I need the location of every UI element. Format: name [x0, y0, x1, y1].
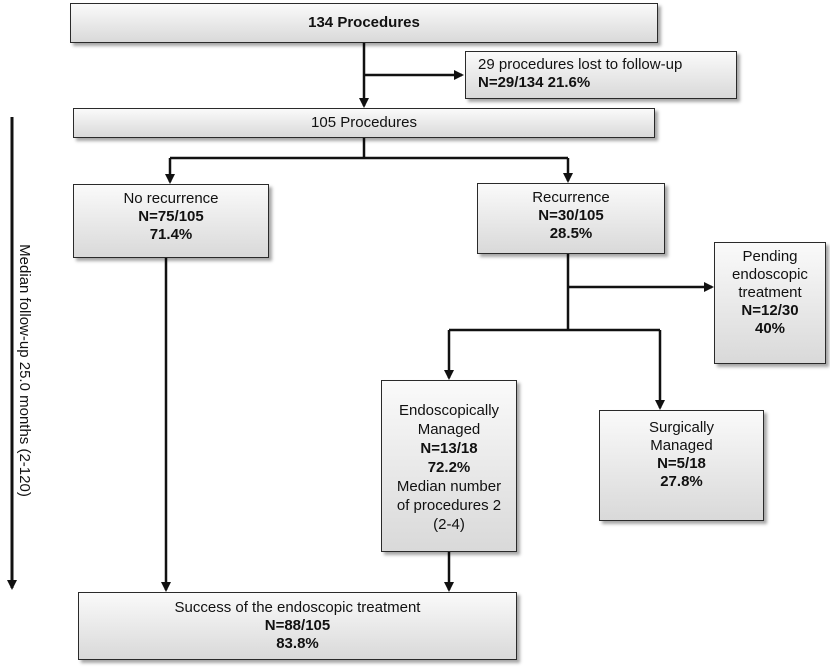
surgical-count: N=5/18	[657, 455, 706, 472]
pending-pct: 40%	[754, 320, 786, 337]
surgical-pct: 27.8%	[660, 473, 703, 490]
endoscopic-line2: Managed	[417, 421, 481, 438]
no-recurrence-pct: 71.4%	[149, 226, 193, 243]
pending-line3: treatment	[738, 284, 802, 301]
pending-treatment-box: Pending endoscopic treatment N=12/30 40%	[714, 242, 826, 364]
recurrence-title: Recurrence	[532, 189, 610, 206]
success-box: Success of the endoscopic treatment N=88…	[78, 592, 517, 660]
lost-followup-count: N=29/134 21.6%	[478, 74, 591, 91]
endoscopic-managed-box: Endoscopically Managed N=13/18 72.2% Med…	[381, 380, 517, 552]
recurrence-pct: 28.5%	[549, 225, 593, 242]
no-recurrence-count: N=75/105	[138, 208, 204, 225]
success-count: N=88/105	[264, 617, 331, 634]
surgical-line1: Surgically	[648, 419, 715, 436]
followed-procedures-box: 105 Procedures	[73, 108, 655, 138]
lost-followup-box: 29 procedures lost to follow-up N=29/134…	[465, 51, 737, 99]
lost-followup-text: 29 procedures lost to follow-up	[478, 56, 683, 73]
pending-line2: endoscopic	[732, 266, 808, 283]
endoscopic-line4: of procedures 2	[396, 497, 502, 514]
recurrence-count: N=30/105	[538, 207, 604, 224]
no-recurrence-box: No recurrence N=75/105 71.4%	[73, 184, 269, 258]
success-title: Success of the endoscopic treatment	[174, 599, 421, 616]
pending-count: N=12/30	[741, 302, 799, 319]
total-procedures-text: 134 Procedures	[308, 14, 420, 31]
no-recurrence-title: No recurrence	[123, 190, 219, 207]
endoscopic-line1: Endoscopically	[398, 402, 500, 419]
follow-up-label: Median follow-up 25.0 months (2-120)	[15, 243, 33, 497]
follow-up-label-container: Median follow-up 25.0 months (2-120)	[12, 200, 36, 540]
recurrence-box: Recurrence N=30/105 28.5%	[477, 183, 665, 254]
endoscopic-line3: Median number	[396, 478, 502, 495]
surgical-line2: Managed	[650, 437, 713, 454]
success-pct: 83.8%	[276, 635, 319, 652]
pending-line1: Pending	[742, 248, 798, 265]
surgical-managed-box: Surgically Managed N=5/18 27.8%	[599, 410, 764, 521]
total-procedures-box: 134 Procedures	[70, 3, 658, 43]
endoscopic-pct: 72.2%	[427, 459, 471, 476]
followed-procedures-text: 105 Procedures	[311, 114, 417, 131]
endoscopic-count: N=13/18	[420, 440, 478, 457]
endoscopic-line5: (2-4)	[433, 516, 465, 533]
